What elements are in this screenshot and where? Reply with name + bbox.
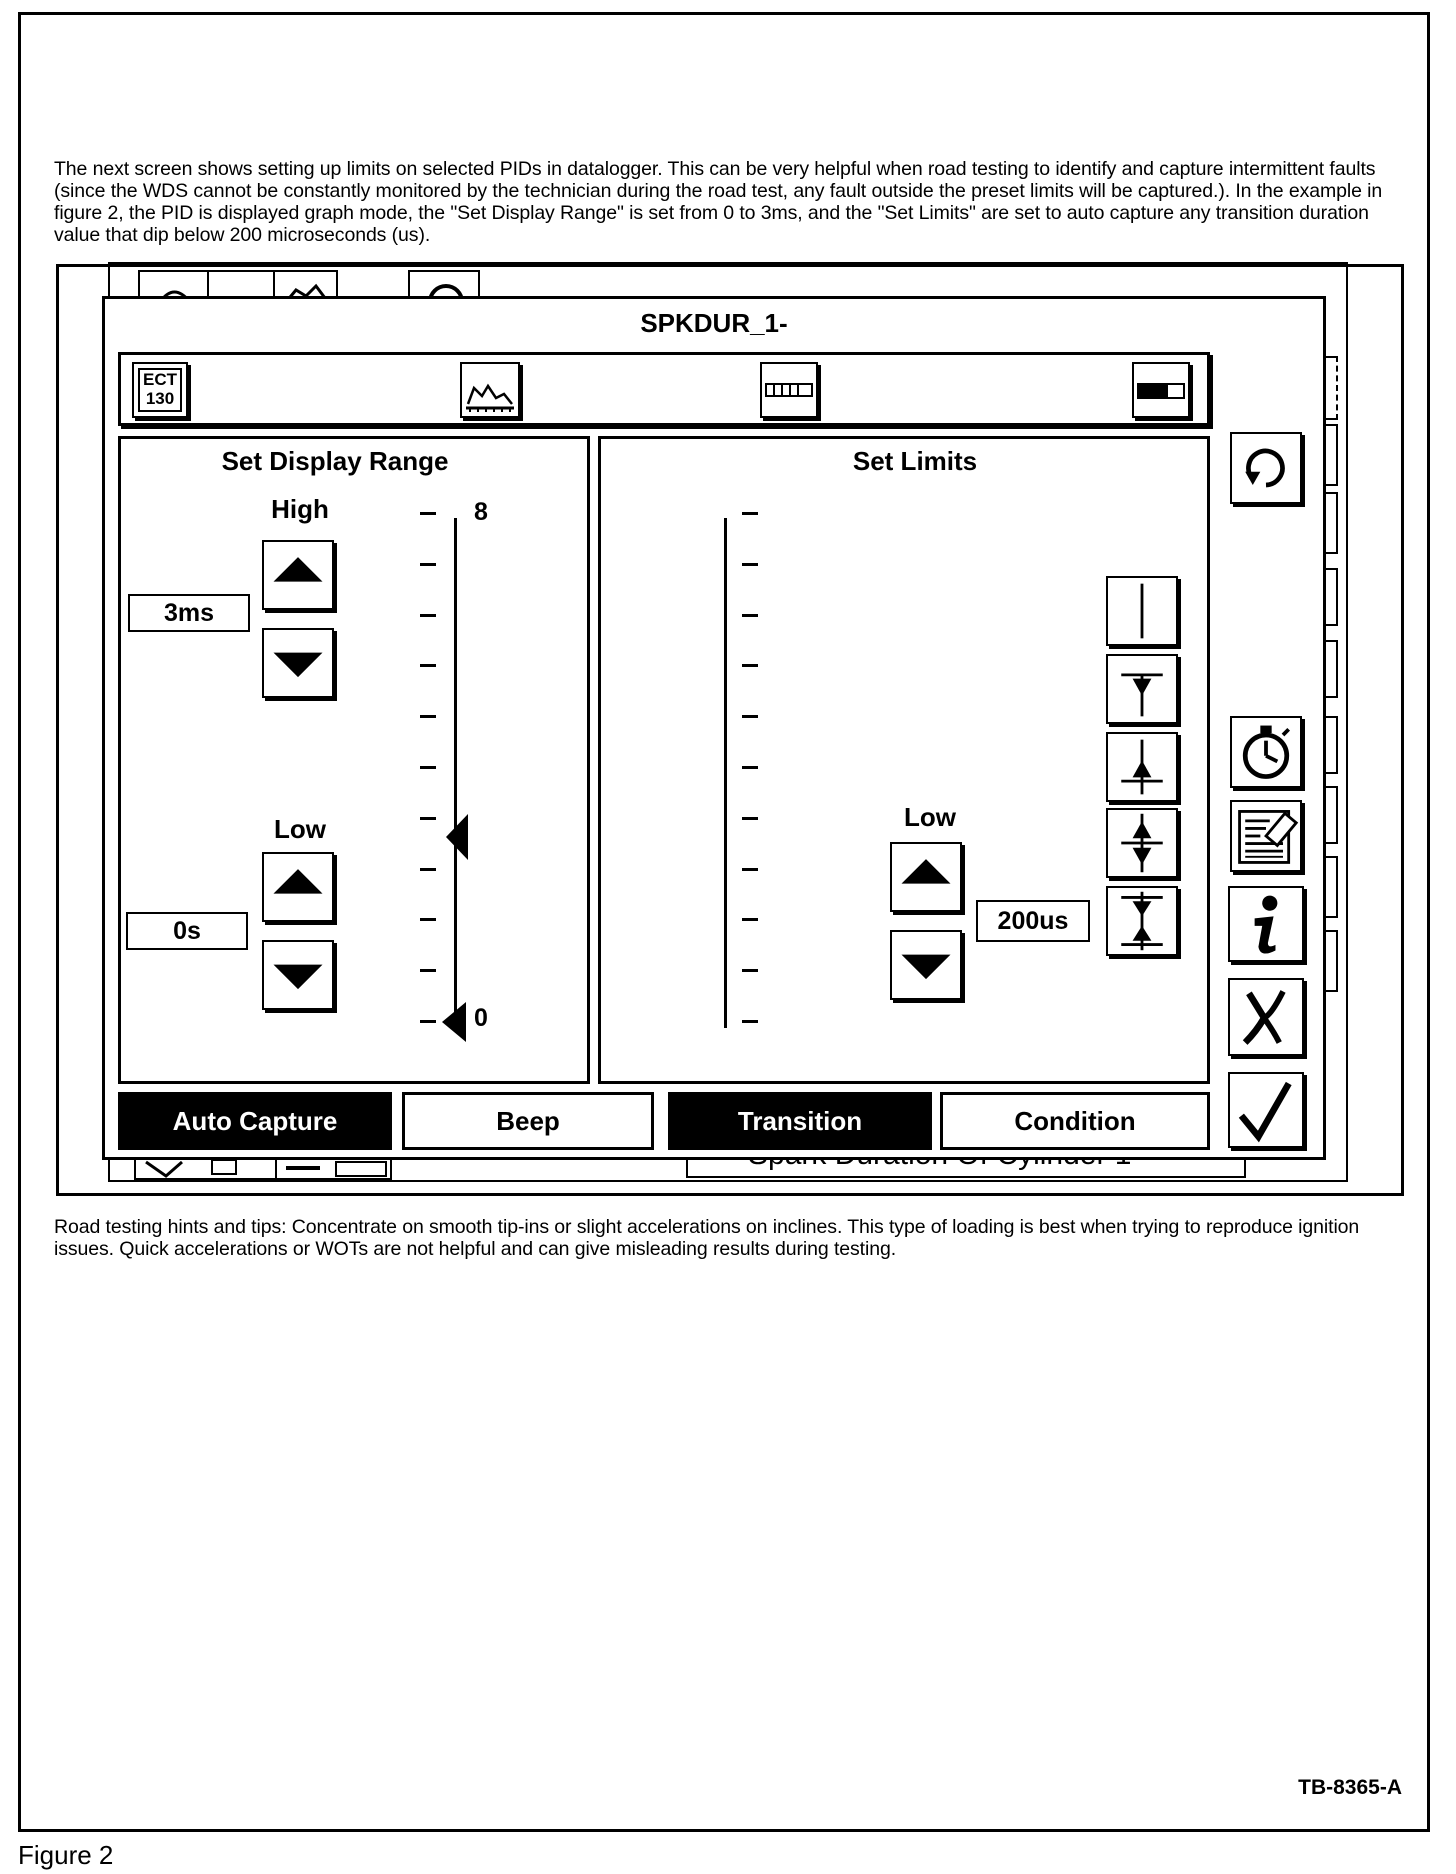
set-limits-title: Set Limits [852,446,978,476]
document-code: TB-8365-A [1298,1776,1402,1799]
scale-tick [742,1020,758,1023]
scale-bottom-label: 0 [474,1004,488,1032]
figure-caption: Figure 2 [18,1840,114,1870]
background-edge-item [1326,856,1338,918]
scale-tick [742,562,758,566]
background-edge-item [1326,930,1338,992]
cancel-icon[interactable] [1228,978,1304,1056]
scale-tick [742,664,758,668]
high-value-field[interactable]: 3ms [128,594,250,632]
low-up-button[interactable] [262,852,334,922]
high-up-button[interactable] [262,540,334,610]
low-label: Low [274,814,326,844]
dialog-title: SPKDUR_1- [640,308,788,338]
low-down-button[interactable] [262,940,334,1010]
range-scale-axis [454,518,457,1026]
low-marker[interactable] [440,1000,470,1044]
background-edge-item [1326,716,1338,774]
scale-tick [420,766,436,769]
background-edge-item [1326,424,1338,486]
display-range-panel [118,436,590,1084]
confirm-icon[interactable] [1228,1072,1304,1148]
limit-low-down-button[interactable] [890,930,962,1000]
scale-tick [742,969,758,973]
transition-button[interactable]: Transition [668,1092,932,1150]
stopwatch-icon[interactable] [1230,716,1302,788]
inside-limits-icon[interactable] [1106,886,1178,956]
scale-tick [420,562,436,566]
scale-tick [420,613,436,617]
limit-low-up-button[interactable] [890,842,962,912]
beep-button[interactable]: Beep [402,1092,654,1150]
scale-tick [420,918,436,922]
background-edge-item [1326,492,1338,554]
page-frame [18,12,1430,1832]
upper-limit-icon[interactable] [1106,654,1178,724]
high-label: High [271,494,329,524]
info-icon[interactable] [1228,886,1304,962]
graph-mode-icon[interactable] [460,362,520,418]
scale-tick [742,816,758,820]
intro-paragraph: The next screen shows setting up limits … [54,158,1383,246]
scale-tick [420,1020,436,1023]
background-edge-item [1326,356,1338,420]
display-mode-bar [118,352,1210,426]
scale-tick [420,715,436,719]
screenshot-frame [56,264,1404,1196]
background-edge-item [1326,640,1338,698]
hints-paragraph: Road testing hints and tips: Concentrate… [54,1216,1360,1260]
ect-130-icon[interactable]: ECT 130 [132,362,188,418]
background-edge-item [1326,786,1338,844]
scale-tick [420,816,436,820]
scale-tick [420,664,436,668]
notes-eraser-icon[interactable] [1230,800,1302,872]
scale-tick [742,512,758,515]
ect-icon-line-2: 130 [145,389,175,408]
scale-tick [742,918,758,922]
no-limit-icon[interactable] [1106,576,1178,646]
outside-limits-icon[interactable] [1106,808,1178,878]
ect-icon-line-1: ECT [143,370,177,389]
scale-tick [742,715,758,719]
background-edge-item [1326,568,1338,626]
reset-icon[interactable] [1230,432,1302,504]
display-range-title: Set Display Range [221,446,449,476]
low-value-field[interactable]: 0s [126,912,248,950]
high-down-button[interactable] [262,628,334,698]
limit-low-value-field[interactable]: 200us [976,900,1090,942]
scale-tick [742,766,758,769]
high-marker[interactable] [442,812,470,862]
scale-top-label: 8 [474,498,488,526]
limit-low-label: Low [904,802,956,832]
bar-mode-icon[interactable] [760,362,818,418]
limits-scale-axis [724,518,727,1028]
scale-tick [420,969,436,973]
auto-capture-button[interactable]: Auto Capture [118,1092,392,1150]
gauge-mode-icon[interactable] [1132,362,1190,418]
scale-tick [742,613,758,617]
scale-tick [420,512,436,515]
condition-button[interactable]: Condition [940,1092,1210,1150]
lower-limit-icon[interactable] [1106,732,1178,802]
scale-tick [742,867,758,871]
scale-tick [420,867,436,871]
